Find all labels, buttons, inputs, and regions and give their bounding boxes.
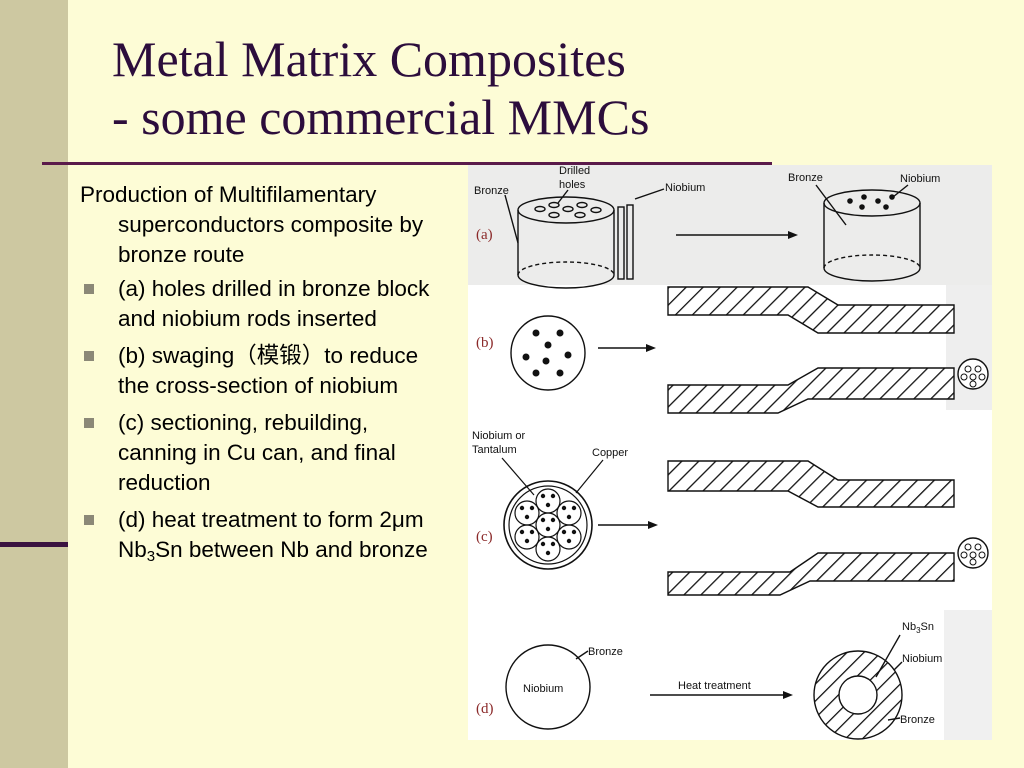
reduced-rod-c bbox=[957, 537, 989, 569]
label-copper: Copper bbox=[592, 447, 628, 459]
label-holes: holes bbox=[559, 179, 586, 191]
label-bronze-d-right: Bronze bbox=[900, 714, 935, 726]
bullet-b-text: (b) swaging（模锻）to reduce the cross-secti… bbox=[118, 343, 419, 398]
title-line-2: - some commercial MMCs bbox=[112, 89, 650, 145]
label-bronze-a-right: Bronze bbox=[788, 172, 823, 184]
drawing-die-c bbox=[667, 460, 955, 596]
sidebar-accent-bar bbox=[0, 542, 68, 547]
title-line-1: Metal Matrix Composites bbox=[112, 31, 626, 87]
swaging-die-b bbox=[667, 286, 955, 414]
label-niobium-or: Niobium or bbox=[472, 430, 526, 442]
bullet-square-icon bbox=[84, 284, 94, 294]
slide-title: Metal Matrix Composites - some commercia… bbox=[112, 30, 649, 146]
label-nb3sn: Nb3Sn bbox=[902, 621, 934, 635]
arrow-a bbox=[676, 231, 798, 239]
scan-shadow-d bbox=[944, 610, 992, 740]
tag-a: (a) bbox=[476, 227, 493, 243]
bullet-item-a: (a) holes drilled in bronze block and ni… bbox=[80, 274, 450, 334]
arrow-b bbox=[598, 344, 656, 352]
bullet-d-mid: m Nb bbox=[118, 507, 424, 562]
label-bronze-d: Bronze bbox=[588, 646, 623, 658]
niobium-filled-holes bbox=[847, 194, 895, 210]
arrow-c bbox=[598, 521, 658, 529]
slide-body: Production of Multifilamentary supercond… bbox=[80, 180, 450, 579]
bullet-square-icon bbox=[84, 351, 94, 361]
panel-a-bg bbox=[468, 165, 992, 285]
label-heat-treatment: Heat treatment bbox=[678, 680, 751, 692]
bullet-d-before: (d) heat treatment to form 2 bbox=[118, 507, 392, 532]
label-drilled: Drilled bbox=[559, 165, 590, 177]
intro-text: Production of Multifilamentary supercond… bbox=[80, 182, 424, 267]
bullet-list: (a) holes drilled in bronze block and ni… bbox=[80, 274, 450, 572]
label-tantalum: Tantalum bbox=[472, 444, 517, 456]
title-underline bbox=[42, 162, 772, 165]
label-niobium-a: Niobium bbox=[665, 182, 705, 194]
tag-c: (c) bbox=[476, 529, 493, 545]
bullet-item-b: (b) swaging（模锻）to reduce the cross-secti… bbox=[80, 341, 450, 401]
tag-d: (d) bbox=[476, 701, 494, 717]
label-bronze-a: Bronze bbox=[474, 185, 509, 197]
niobium-core-d bbox=[505, 644, 591, 730]
bullet-item-d: (d) heat treatment to form 2μm Nb3Sn bet… bbox=[80, 505, 450, 572]
bullet-square-icon bbox=[84, 418, 94, 428]
sidebar-band bbox=[0, 0, 68, 768]
rebuilt-billet-c bbox=[501, 457, 604, 570]
cross-section-b bbox=[510, 315, 586, 391]
bullet-square-icon bbox=[84, 515, 94, 525]
bullet-c-text: (c) sectioning, rebuilding, canning in C… bbox=[118, 410, 396, 495]
bullet-d-after: Sn between Nb and bronze bbox=[155, 537, 428, 562]
bronze-cylinder-drilled bbox=[504, 189, 615, 289]
label-niobium-d-right: Niobium bbox=[902, 653, 942, 665]
panels-bcd-bg bbox=[468, 285, 992, 740]
tag-b: (b) bbox=[476, 335, 494, 351]
filament-dots-c bbox=[519, 493, 577, 556]
arrow-d bbox=[650, 691, 793, 699]
bullet-item-c: (c) sectioning, rebuilding, canning in C… bbox=[80, 408, 450, 498]
reacted-ring-d bbox=[813, 634, 903, 740]
label-niobium-d: Niobium bbox=[523, 683, 563, 695]
bullet-a-text: (a) holes drilled in bronze block and ni… bbox=[118, 276, 430, 331]
mu-symbol: μ bbox=[391, 507, 405, 532]
niobium-rods bbox=[617, 188, 665, 280]
subscript-3: 3 bbox=[146, 548, 156, 565]
label-niobium-a-right: Niobium bbox=[900, 173, 940, 185]
bronze-route-diagram: Bronze Drilled holes Niobium Bronze Niob… bbox=[468, 165, 992, 740]
bronze-cylinder-filled bbox=[815, 184, 921, 282]
reduced-rod-b bbox=[957, 358, 989, 390]
